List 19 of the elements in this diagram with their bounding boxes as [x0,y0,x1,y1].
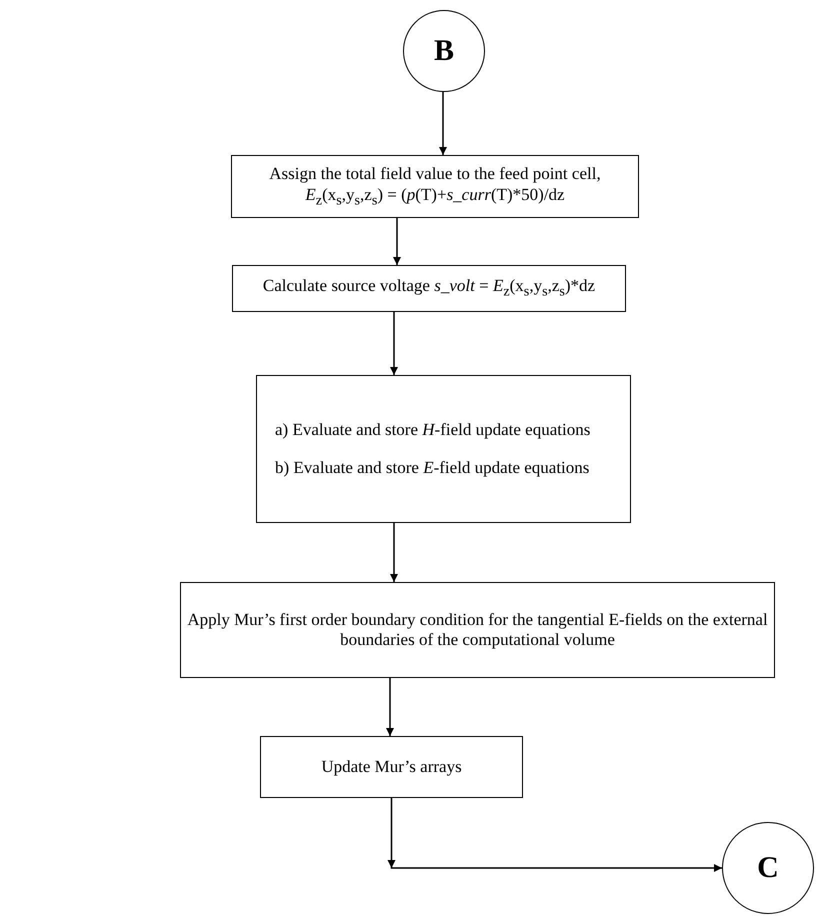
step-text: Calculate source voltage s_volt = E$_{z}$(x$_{s}$,y$_{s}$,z$_{s}$)*dz [262,276,596,301]
arrow [439,92,447,155]
arrow [393,218,401,265]
process-box [180,582,775,678]
arrow [390,312,398,375]
arrow [390,523,398,582]
arrow [386,678,394,736]
process-box [231,155,639,218]
arrow [388,798,722,872]
step-text: Assign the total field value to the feed point cell, E$_{z}$(x$_{s}$,y$_{s}$,z$_{s}$) = (p(T)+s_curr(T)*50)/dz [268,164,602,209]
step-text: Apply Mur’s first order boundary condition for the tangential E-fields on the external boundaries of the computational volume [186,610,769,650]
step-text: a) Evaluate and store H-field update equations [275,420,590,440]
step-text: b) Evaluate and store E-field update equations [275,458,590,478]
step-text: Update Mur’s arrays [321,756,462,778]
connector-label: C [757,850,779,886]
process-box [256,375,631,523]
connector-label: B [434,33,454,69]
process-box [232,265,626,312]
process-box [260,736,523,798]
